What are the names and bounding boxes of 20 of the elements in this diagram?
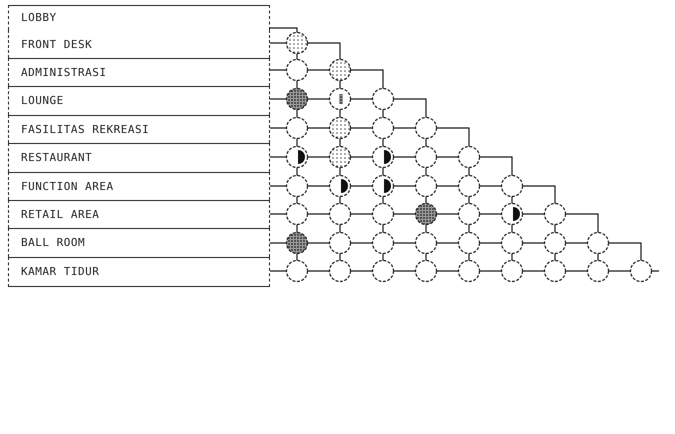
row-label: ADMINISTRASI	[21, 66, 106, 79]
row-label: LOBBY	[21, 11, 57, 24]
row-box	[8, 172, 270, 200]
row-label: KAMAR TIDUR	[21, 264, 100, 278]
row-box	[8, 86, 270, 115]
row-box	[8, 30, 270, 58]
row-box	[8, 58, 270, 86]
row-label: RESTAURANT	[21, 151, 92, 164]
row-box	[8, 143, 270, 172]
row-box	[8, 200, 270, 228]
row-label: FUNCTION AREA	[21, 180, 114, 193]
row-box	[8, 256, 270, 287]
row-label: RETAIL AREA	[21, 208, 100, 221]
row-label: BALL ROOM	[21, 236, 86, 250]
row-box	[8, 228, 270, 257]
row-label: FASILITAS REKREASI	[21, 122, 150, 136]
row-box	[8, 5, 270, 30]
row-label: FRONT DESK	[21, 38, 92, 51]
row-label: LOUNGE	[21, 94, 64, 108]
row-box	[8, 114, 270, 144]
